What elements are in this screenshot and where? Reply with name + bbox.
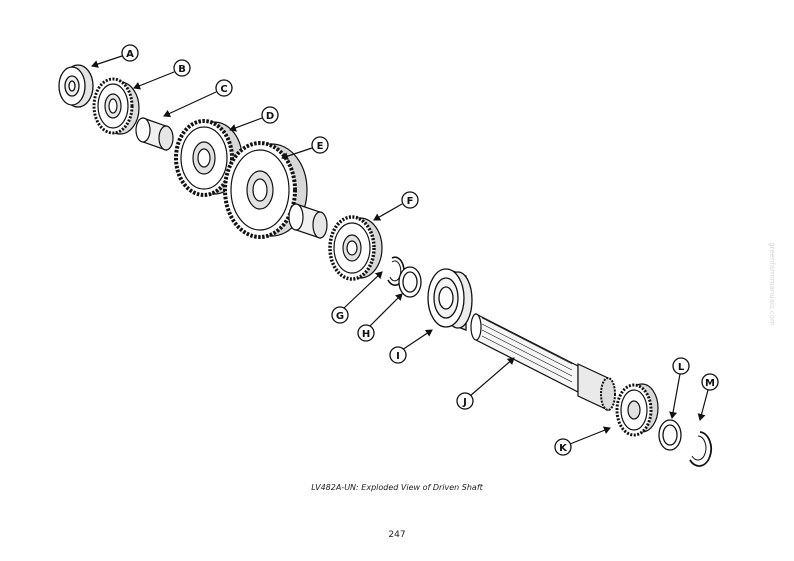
svg-text:C: C bbox=[220, 84, 227, 95]
callout-d: D bbox=[261, 106, 279, 124]
callout-b: B bbox=[173, 59, 191, 77]
part-k-gear bbox=[615, 383, 659, 437]
part-b-gear bbox=[92, 77, 140, 135]
callout-m: M bbox=[701, 373, 719, 391]
callout-f: F bbox=[401, 191, 419, 209]
svg-text:D: D bbox=[266, 111, 274, 122]
svg-text:I: I bbox=[396, 351, 400, 362]
svg-text:M: M bbox=[705, 378, 715, 389]
callout-k: K bbox=[554, 438, 572, 456]
svg-text:H: H bbox=[362, 329, 370, 340]
part-m-snap-ring bbox=[689, 431, 712, 467]
part-j-shaft bbox=[470, 313, 616, 411]
svg-text:E: E bbox=[317, 141, 324, 152]
callout-g: G bbox=[331, 306, 349, 324]
svg-text:B: B bbox=[178, 64, 186, 75]
page-number: 247 bbox=[388, 530, 406, 540]
exploded-view-diagram: A B C D E F G H I J K L M bbox=[58, 44, 719, 467]
svg-text:F: F bbox=[407, 196, 414, 207]
callout-leaders bbox=[91, 55, 709, 445]
part-i-bearing bbox=[427, 268, 473, 331]
part-h-washer bbox=[398, 266, 422, 298]
svg-text:G: G bbox=[336, 311, 344, 322]
figure-caption: LV482A-UN: Exploded View of Driven Shaft bbox=[311, 483, 483, 492]
svg-text:L: L bbox=[678, 362, 685, 373]
callout-h: H bbox=[357, 324, 375, 342]
part-l-washer bbox=[658, 419, 682, 451]
callout-e: E bbox=[311, 136, 329, 154]
callout-c: C bbox=[215, 79, 233, 97]
part-f-gear bbox=[328, 215, 383, 281]
watermark-right: greenfarmmanuals.com bbox=[767, 242, 776, 326]
spacer-sleeve bbox=[288, 203, 328, 239]
callout-labels: A B C D E F G H I J K L M bbox=[121, 44, 719, 456]
callout-l: L bbox=[672, 357, 690, 375]
svg-text:A: A bbox=[126, 49, 134, 60]
callout-a: A bbox=[121, 44, 139, 62]
svg-text:J: J bbox=[462, 397, 467, 408]
callout-j: J bbox=[456, 392, 474, 410]
part-a-bearing bbox=[58, 64, 94, 108]
callout-i: I bbox=[389, 346, 407, 364]
svg-text:K: K bbox=[559, 443, 568, 454]
part-c-sleeve bbox=[135, 117, 174, 151]
